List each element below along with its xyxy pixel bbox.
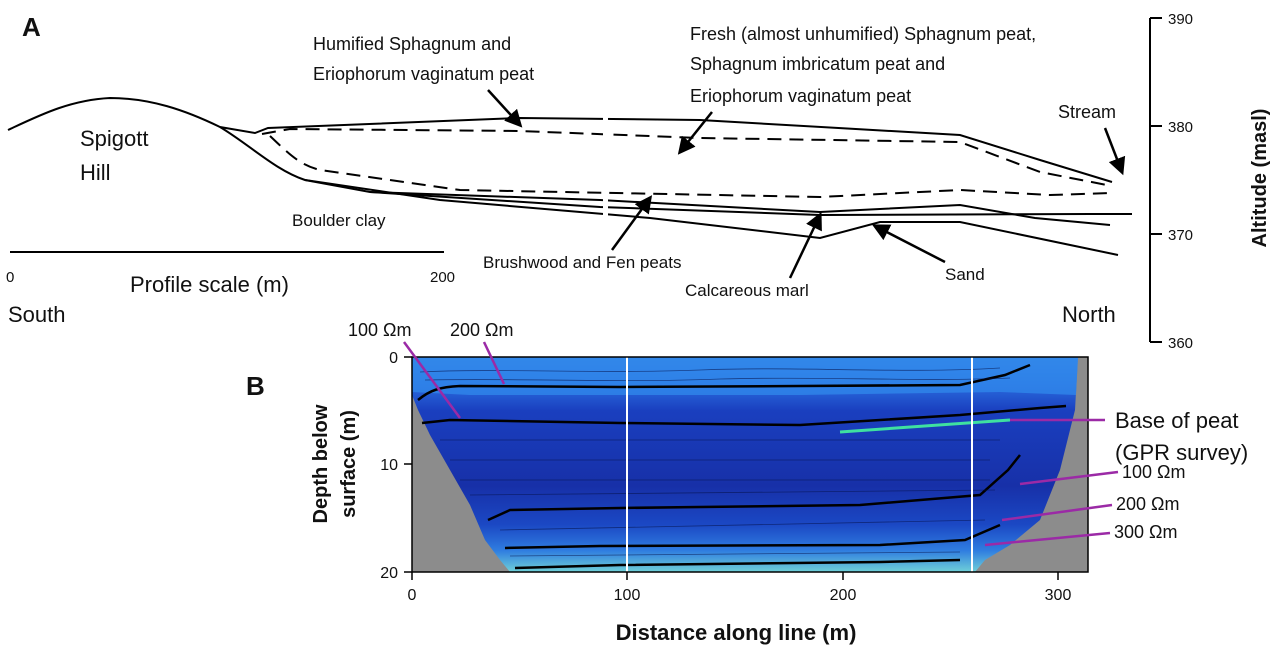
y-axis-label-2: surface (m): [338, 410, 360, 518]
fresh-label-2: Sphagnum imbricatum peat and: [690, 54, 945, 74]
panel-b-letter: B: [246, 371, 265, 401]
altitude-tick-390: 390: [1168, 11, 1193, 28]
altitude-axis: 390 380 370 360 Altitude (masl): [1149, 11, 1271, 352]
panel-a-letter: A: [22, 12, 41, 42]
ann-200-top: 200 Ωm: [450, 320, 513, 340]
contour-fill-lines: [419, 367, 1011, 557]
peat-dashed-lower: [269, 135, 1113, 199]
resistivity-section: [411, 356, 1089, 573]
x-tick-0: 0: [408, 587, 417, 604]
contour-100-top: [421, 404, 1067, 427]
fresh-label-3: Eriophorum vaginatum peat: [690, 86, 911, 106]
sand-label: Sand: [945, 265, 985, 284]
ground-surface-line: [7, 96, 1113, 183]
x-tick-200: 200: [830, 587, 857, 604]
panel-b-axes: 0 100 200 300 0 10 20 Distance along lin…: [310, 350, 1071, 645]
base-peat-label-2: (GPR survey): [1115, 440, 1248, 465]
contour-200-bottom: [504, 523, 1001, 550]
profile-scale-label: Profile scale (m): [130, 272, 289, 297]
y-tick-0: 0: [389, 350, 398, 367]
scale-tick-200: 200: [430, 269, 455, 286]
ann-100-top: 100 Ωm: [348, 320, 411, 340]
ann-300-right-line: [984, 531, 1111, 547]
panel-b-annotations: 100 Ωm 200 Ωm Base of peat (GPR survey) …: [348, 320, 1248, 547]
stream-arrow: [1103, 127, 1126, 176]
stratigraphic-profile: [7, 96, 1132, 256]
altitude-tick-370: 370: [1168, 227, 1193, 244]
x-tick-300: 300: [1045, 587, 1072, 604]
ann-100-top-line: [402, 341, 462, 419]
brushwood-label: Brushwood and Fen peats: [483, 253, 681, 272]
panel-a-arrows: [487, 89, 1126, 279]
fresh-arrow: [677, 111, 713, 155]
boulder-clay-label: Boulder clay: [292, 211, 386, 230]
x-tick-100: 100: [614, 587, 641, 604]
boulder-clay-surface-line: [219, 126, 1111, 226]
altitude-tick-360: 360: [1168, 335, 1193, 352]
ann-200-top-line: [482, 341, 506, 385]
altitude-tick-380: 380: [1168, 119, 1193, 136]
ann-300-right: 300 Ωm: [1114, 522, 1177, 542]
y-tick-10: 10: [380, 457, 398, 474]
profile-gap: [603, 112, 608, 222]
stream-label: Stream: [1058, 102, 1116, 122]
hill-label-2: Hill: [80, 160, 111, 185]
x-axis-label: Distance along line (m): [616, 620, 857, 645]
contour-300-bottom: [514, 558, 961, 570]
contour-200-top: [417, 363, 1031, 401]
sand-boundary-line: [304, 179, 1119, 256]
ann-100-right-line: [1019, 470, 1119, 486]
ann-200-right-line: [1001, 503, 1113, 522]
y-tick-20: 20: [380, 565, 398, 582]
north-label: North: [1062, 302, 1116, 327]
y-axis-label-1: Depth below: [310, 404, 332, 523]
brushwood-arrow: [610, 195, 653, 251]
hill-label-1: Spigott: [80, 126, 149, 151]
profile-scale-bar: 0 200 Profile scale (m): [6, 251, 455, 297]
scale-tick-0: 0: [6, 269, 14, 286]
ann-200-right: 200 Ωm: [1116, 494, 1179, 514]
ann-100-right: 100 Ωm: [1122, 462, 1185, 482]
altitude-axis-label: Altitude (masl): [1249, 109, 1271, 248]
gpr-base-of-peat-line: [839, 418, 1011, 434]
marl-arrow: [788, 211, 822, 279]
resistivity-field: [412, 357, 1078, 572]
humified-label-1: Humified Sphagnum and: [313, 34, 511, 54]
fresh-label-1: Fresh (almost unhumified) Sphagnum peat,: [690, 24, 1036, 44]
sand-arrow: [871, 224, 946, 264]
humified-label-2: Eriophorum vaginatum peat: [313, 64, 534, 84]
humified-arrow: [487, 89, 523, 128]
base-peat-label-1: Base of peat: [1115, 408, 1239, 433]
peat-dashed-upper: [261, 127, 1113, 187]
marl-label: Calcareous marl: [685, 281, 809, 300]
contour-100-bottom: [487, 454, 1021, 522]
south-label: South: [8, 302, 66, 327]
